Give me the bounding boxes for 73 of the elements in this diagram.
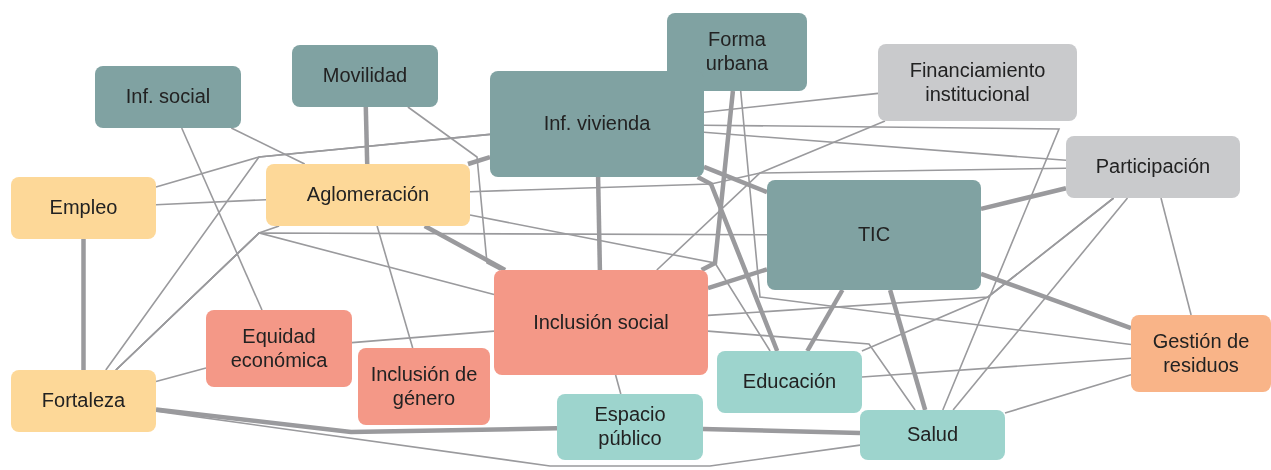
connector-line (887, 289, 928, 411)
connector-line (805, 288, 845, 353)
topic-label: Espacio público (593, 403, 667, 451)
topic-label: Inclusión de género (370, 362, 478, 411)
connector-line (614, 374, 622, 395)
connector-line (1004, 373, 1132, 414)
connector-line (739, 90, 1132, 346)
connector-line (1160, 197, 1192, 316)
topic-label: Inf. vivienda (543, 112, 651, 136)
topic-label: Financiamiento institucional (908, 58, 1047, 107)
connector-line (861, 197, 1115, 352)
topic-box (206, 310, 352, 387)
connector-line (115, 232, 495, 371)
topic-box (11, 370, 156, 432)
topic-box (878, 44, 1077, 121)
connector-line (407, 106, 502, 271)
connector-line (467, 155, 491, 167)
connector-line (423, 224, 507, 272)
connector-line (351, 330, 495, 344)
topic-label: Educación (742, 370, 837, 394)
connector-line (703, 131, 1067, 162)
topic-box (490, 71, 704, 177)
connector-line (696, 175, 780, 352)
topic-box (667, 13, 807, 91)
connector-line (155, 198, 267, 206)
connector-line (155, 410, 861, 467)
connector-line (180, 127, 263, 311)
topic-label: Participación (1095, 155, 1211, 179)
topic-box (1131, 315, 1271, 392)
connector-line (861, 357, 1132, 378)
topic-box (767, 180, 981, 290)
topic-label: Movilidad (322, 64, 408, 88)
connector-line (703, 92, 879, 114)
topic-box (1066, 136, 1240, 198)
connector-line (376, 225, 414, 349)
topic-box (292, 45, 438, 107)
connector-line (980, 186, 1067, 212)
connector-line (469, 214, 771, 352)
connector-line (707, 330, 916, 411)
connector-line (656, 120, 886, 271)
connector-line (703, 164, 768, 195)
connector-line (595, 176, 603, 271)
connector-line (707, 267, 768, 291)
topic-box (358, 348, 490, 425)
topic-box (717, 351, 862, 413)
connector-line (155, 407, 558, 435)
topic-label: Empleo (49, 196, 118, 220)
topic-label: Gestión de residuos (1151, 329, 1251, 378)
topic-box (95, 66, 241, 128)
connector-line (363, 106, 370, 165)
topic-label: Forma urbana (704, 28, 770, 76)
topic-label: Aglomeración (306, 183, 430, 207)
connector-line (81, 239, 86, 370)
topic-box (557, 394, 703, 460)
connector-line (952, 197, 1129, 411)
topic-label: Fortaleza (41, 389, 126, 413)
topic-box (266, 164, 470, 226)
connector-line (155, 367, 207, 383)
topic-label: Salud (906, 423, 959, 447)
topic-label: TIC (857, 223, 891, 247)
connector-line (105, 133, 491, 371)
connector-line (980, 271, 1132, 331)
topic-box (11, 177, 156, 239)
topic-box (494, 270, 708, 375)
connector-line (469, 167, 1067, 193)
topic-label: Inclusión social (533, 310, 669, 335)
connector-line (230, 127, 306, 165)
connector-line (700, 90, 736, 272)
connector-line (703, 124, 1061, 411)
topic-box (860, 410, 1005, 460)
topic-label: Inf. social (125, 85, 211, 109)
connector-line (702, 426, 861, 436)
topic-label: Equidad económica (229, 324, 329, 373)
